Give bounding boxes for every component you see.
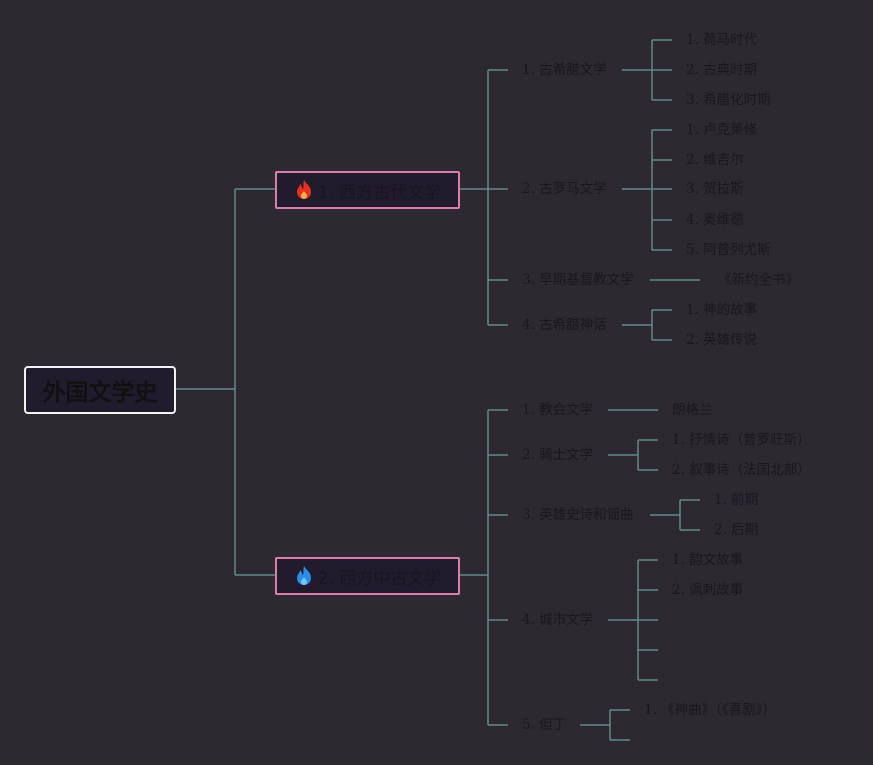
subtopic-urban-literature[interactable]: 4. 城市文学: [522, 612, 594, 628]
leaf-horace[interactable]: 3. 贺拉斯: [686, 181, 744, 197]
branch-ancient-label: 1. 西方古代文学: [317, 182, 442, 203]
subtopic-ancient-roman-literature[interactable]: 2. 古罗马文学: [522, 181, 607, 197]
leaf-virgil[interactable]: 2. 维吉尔: [686, 152, 744, 168]
leaf-ovid[interactable]: 4. 奥维德: [686, 212, 744, 228]
leaf-narrative-poetry-northern-france[interactable]: 2. 叙事诗（法国北部）: [672, 462, 811, 478]
leaf-lyric-poetry-provence[interactable]: 1. 抒情诗（普罗旺斯）: [672, 432, 811, 448]
root-topic-label: 外国文学史: [42, 380, 158, 406]
leaf-later-period[interactable]: 2. 后期: [714, 522, 759, 538]
leaf-homeric-age[interactable]: 1. 荷马时代: [686, 32, 758, 48]
subtopic-chivalric-literature[interactable]: 2. 骑士文学: [522, 447, 594, 463]
leaf-heroic-legends[interactable]: 2. 英雄传说: [686, 332, 758, 348]
subtopic-greek-mythology[interactable]: 4. 古希腊神话: [522, 317, 607, 333]
leaf-langland[interactable]: 朗格兰: [672, 402, 713, 418]
branch-medieval-western-literature[interactable]: 2. 西方中古文学: [275, 557, 460, 595]
leaf-verse-tales[interactable]: 1. 韵文故事: [672, 552, 744, 568]
fire-icon: [294, 565, 314, 587]
leaf-divine-comedy[interactable]: 1. 《神曲》（《喜剧》）: [644, 702, 776, 718]
subtopic-church-literature[interactable]: 1. 教会文学: [522, 402, 594, 418]
subtopic-ancient-greek-literature[interactable]: 1. 古希腊文学: [522, 62, 607, 78]
leaf-early-period[interactable]: 1. 前期: [714, 492, 759, 508]
leaf-new-testament[interactable]: 《新约全书》: [718, 272, 799, 288]
branch-medieval-label: 2. 西方中古文学: [317, 568, 442, 589]
leaf-lucretius[interactable]: 1. 卢克莱修: [686, 122, 758, 138]
fire-icon: [294, 179, 314, 201]
subtopic-dante[interactable]: 5. 但丁: [522, 717, 567, 733]
subtopic-early-christian-literature[interactable]: 3. 早期基督教文学: [522, 272, 634, 288]
leaf-classical-period[interactable]: 2. 古典时期: [686, 62, 758, 78]
leaf-stories-of-gods[interactable]: 1. 神的故事: [686, 302, 758, 318]
branch-ancient-western-literature[interactable]: 1. 西方古代文学: [275, 171, 460, 209]
subtopic-heroic-epics-and-ballads[interactable]: 3. 英雄史诗和谣曲: [522, 507, 634, 523]
leaf-apuleius[interactable]: 5. 阿普列尤斯: [686, 242, 771, 258]
leaf-hellenistic-period[interactable]: 3. 希腊化时期: [686, 92, 771, 108]
root-topic[interactable]: 外国文学史: [24, 366, 176, 414]
leaf-satirical-tales[interactable]: 2. 讽刺故事: [672, 582, 744, 598]
